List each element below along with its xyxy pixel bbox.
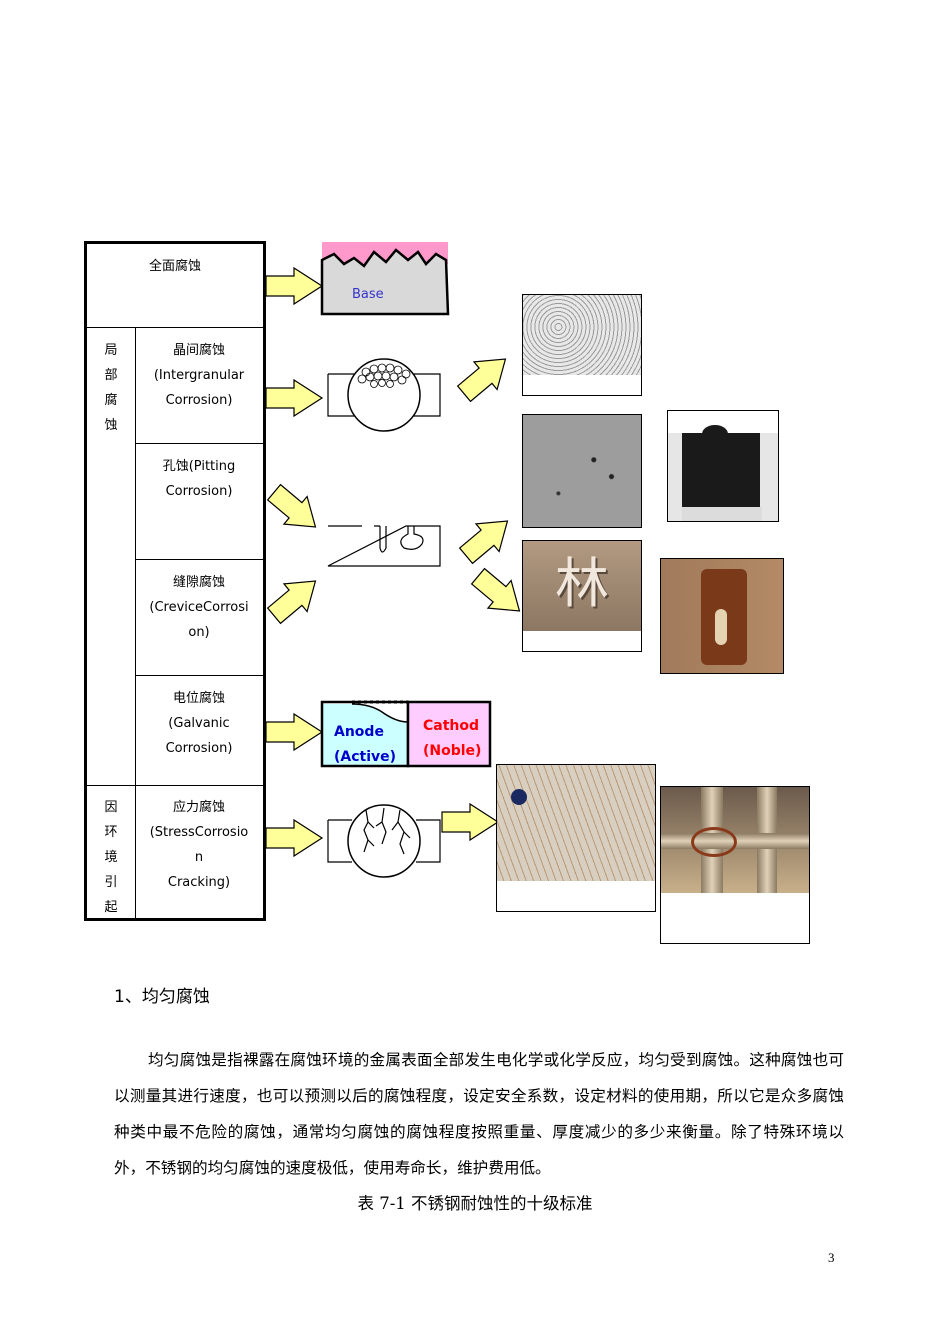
table-divider: [135, 675, 263, 676]
base-label: Base: [352, 287, 384, 302]
table-divider: [135, 443, 263, 444]
general-corrosion-label: 全面腐蚀: [148, 259, 201, 274]
photo-image: 林: [523, 541, 641, 631]
pit-cross-section-photo: [667, 410, 779, 522]
crevice-rust-photo: [660, 558, 784, 674]
anode-label: Anode(Active): [334, 724, 397, 765]
photo-sign-glyph: 林: [555, 552, 609, 615]
pitting-crevice-diagram: [327, 525, 441, 567]
photo-image: [523, 415, 641, 527]
table-divider: [135, 327, 136, 918]
photo-image: [668, 411, 778, 521]
photo-image: [497, 765, 655, 881]
body-paragraph: 均匀腐蚀是指裸露在腐蚀环境的金属表面全部发生电化学或化学反应，均匀受到腐蚀。这种…: [114, 1051, 844, 1177]
table-divider: [87, 327, 263, 328]
general-corrosion-diagram: [320, 242, 450, 316]
photo-image: [523, 295, 641, 375]
cathode-label: Cathod(Noble): [423, 718, 482, 759]
section-heading: 1、均匀腐蚀: [114, 987, 210, 1007]
photo-image: [661, 559, 783, 673]
table-caption: 表 7-1 不锈钢耐蚀性的十级标准: [357, 1194, 593, 1213]
arrow-down-right-icon: [470, 567, 521, 612]
photo-image: [661, 787, 809, 893]
intergranular-photo: [522, 294, 642, 396]
arrow-right-icon: [265, 712, 324, 752]
galvanic-diagram: [320, 700, 492, 768]
arrow-right-icon: [265, 378, 324, 418]
arrow-up-right-icon: [266, 580, 317, 625]
arrow-right-icon: [265, 266, 324, 306]
intergranular-diagram: [327, 358, 441, 432]
table-divider: [87, 785, 263, 786]
stress-corrosion-pipe-photo: [660, 786, 810, 944]
local-corrosion-group-label: 局部 腐蚀: [104, 343, 118, 433]
arrow-up-right-icon: [456, 358, 507, 403]
arrow-right-icon: [265, 818, 324, 858]
arrow-right-icon: [441, 802, 500, 842]
table-divider: [135, 559, 263, 560]
pitting-photo: [522, 414, 642, 528]
stress-corrosion-diagram: [327, 804, 441, 878]
environment-group-label: 因环 境引 起: [104, 800, 118, 915]
arrow-down-right-icon: [266, 483, 317, 528]
crevice-sign-photo: 林: [522, 540, 642, 652]
arrow-up-right-icon: [458, 520, 509, 565]
stress-corrosion-surface-photo: [496, 764, 656, 912]
page-number: 3: [828, 1250, 835, 1265]
